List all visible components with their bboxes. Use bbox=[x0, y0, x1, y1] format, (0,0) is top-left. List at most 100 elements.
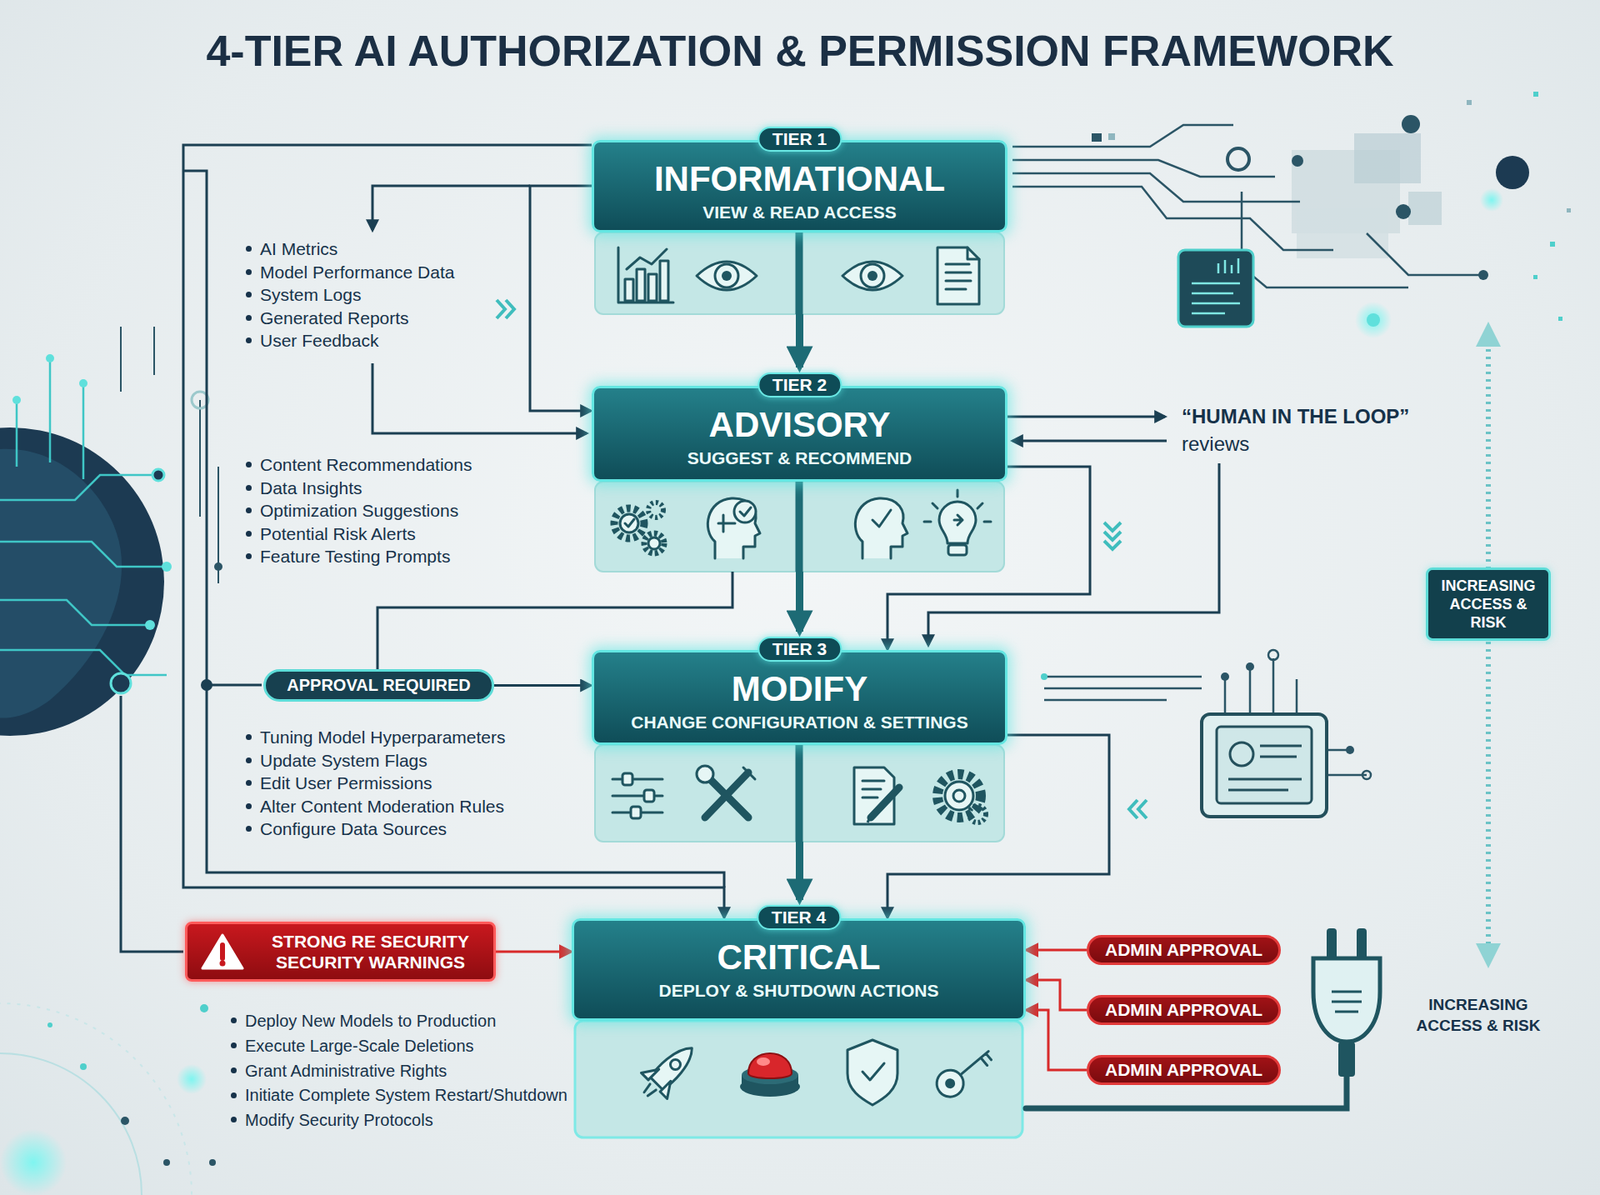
node-text: INCREASING ACCESS & RISK bbox=[1433, 576, 1544, 632]
icon-panel bbox=[591, 481, 1008, 572]
tier-box: TIER 1INFORMATIONALVIEW & READ ACCESS bbox=[591, 140, 1008, 315]
node-text: ADMIN APPROVAL bbox=[1089, 940, 1279, 960]
connector-arrow bbox=[887, 466, 1090, 650]
tier-tag: TIER 1 bbox=[757, 126, 842, 152]
icon-panel bbox=[591, 232, 1008, 315]
tier-subtitle: VIEW & READ ACCESS bbox=[594, 201, 1005, 224]
bullet-item: Modify Security Protocols bbox=[230, 1109, 434, 1131]
connector-arrow bbox=[1026, 1010, 1087, 1070]
bullet-dot bbox=[245, 315, 252, 321]
bullet-item: Deploy New Models to Production bbox=[230, 1010, 496, 1032]
callout-text: INCREASING ACCESS & RISK bbox=[1407, 994, 1550, 1036]
connector-arrow bbox=[795, 841, 804, 900]
bullet-item: Initiate Complete System Restart/Shutdow… bbox=[230, 1084, 568, 1106]
node-text: ADMIN APPROVAL bbox=[1089, 1060, 1279, 1080]
bullet-item: Edit User Permissions bbox=[245, 772, 433, 795]
connector-arrow bbox=[530, 185, 592, 411]
tier-title: CRITICAL bbox=[574, 937, 1024, 978]
label-text: Deploy New Models to Production bbox=[245, 1011, 496, 1030]
connector-arrow bbox=[795, 314, 804, 368]
bullet-item: System Logs bbox=[245, 284, 361, 306]
label-text: Configure Data Sources bbox=[260, 819, 447, 839]
admin-pill: ADMIN APPROVAL bbox=[1086, 935, 1281, 965]
node-text: ADMIN APPROVAL bbox=[1089, 1000, 1279, 1020]
bullet-dot bbox=[245, 757, 252, 764]
label-text: Data Insights bbox=[260, 478, 363, 498]
label-text: Alter Content Moderation Rules bbox=[260, 796, 505, 816]
connector-arrow bbox=[1026, 980, 1087, 1010]
bullet-item: Alter Content Moderation Rules bbox=[245, 795, 505, 818]
tier-subtitle: DEPLOY & SHUTDOWN ACTIONS bbox=[574, 980, 1024, 1002]
bullet-dot bbox=[245, 553, 252, 560]
label-text: Content Recommendations bbox=[260, 455, 472, 475]
callout-text: “HUMAN IN THE LOOP” bbox=[1181, 405, 1410, 428]
label-text: Edit User Permissions bbox=[260, 773, 433, 793]
bullet-item: Data Insights bbox=[245, 477, 363, 500]
bullet-item: Execute Large-Scale Deletions bbox=[230, 1035, 475, 1057]
callout-text: reviews bbox=[1181, 433, 1250, 455]
bullet-dot bbox=[245, 485, 252, 491]
tier-box: TIER 2ADVISORYSUGGEST & RECOMMEND bbox=[591, 385, 1008, 572]
bullet-dot bbox=[245, 245, 252, 252]
tier-title: ADVISORY bbox=[594, 405, 1005, 445]
bullet-dot bbox=[245, 530, 252, 537]
tier-tag: TIER 3 bbox=[757, 636, 842, 662]
label-text: Modify Security Protocols bbox=[245, 1110, 434, 1130]
bullet-dot bbox=[245, 780, 252, 786]
plug-icon bbox=[1313, 928, 1380, 1077]
bullet-dot bbox=[245, 825, 252, 832]
node-text: STRONG RE SECURITY SECURITY WARNINGS bbox=[266, 930, 475, 973]
connector-arrow bbox=[887, 735, 1110, 918]
tier-title: MODIFY bbox=[594, 669, 1005, 710]
bullet-dot bbox=[245, 291, 252, 298]
admin-pill: ADMIN APPROVAL bbox=[1086, 1055, 1281, 1085]
label-text: Tuning Model Hyperparameters bbox=[260, 727, 506, 747]
label-text: Generated Reports bbox=[260, 308, 410, 328]
approval-pill: APPROVAL REQUIRED bbox=[263, 669, 495, 702]
chip-illustration bbox=[1040, 650, 1371, 817]
label-text: User Feedback bbox=[260, 330, 379, 350]
bullet-item: Grant Administrative Rights bbox=[230, 1060, 447, 1082]
bullet-item: Model Performance Data bbox=[245, 261, 455, 284]
connector-arrow bbox=[183, 145, 725, 918]
bullet-item: Content Recommendations bbox=[245, 454, 472, 476]
bullet-dot bbox=[230, 1067, 237, 1074]
admin-pill: ADMIN APPROVAL bbox=[1086, 995, 1281, 1025]
bullet-dot bbox=[245, 734, 252, 740]
label-text: Optimization Suggestions bbox=[260, 500, 459, 520]
bullet-dot bbox=[230, 1116, 237, 1123]
bullet-item: Generated Reports bbox=[245, 307, 410, 330]
node-text: APPROVAL REQUIRED bbox=[265, 675, 492, 695]
connector-arrow bbox=[1026, 949, 1087, 952]
bullet-item: Potential Risk Alerts bbox=[245, 523, 416, 545]
tier-header: TIER 2ADVISORYSUGGEST & RECOMMEND bbox=[591, 385, 1008, 482]
label-text: System Logs bbox=[260, 285, 361, 305]
label-text: Model Performance Data bbox=[260, 262, 455, 282]
tier-box: TIER 3MODIFYCHANGE CONFIGURATION & SETTI… bbox=[591, 650, 1008, 842]
label-text: Update System Flags bbox=[260, 750, 428, 770]
connector-arrow bbox=[495, 950, 571, 954]
bullet-item: Update System Flags bbox=[245, 750, 428, 772]
tier-header: TIER 1INFORMATIONALVIEW & READ ACCESS bbox=[591, 140, 1008, 233]
tier-subtitle: SUGGEST & RECOMMEND bbox=[594, 447, 1005, 470]
bullet-dot bbox=[245, 803, 252, 810]
label-text: reviews bbox=[1181, 432, 1250, 455]
icon-panel bbox=[591, 745, 1008, 842]
tier-subtitle: CHANGE CONFIGURATION & SETTINGS bbox=[594, 711, 1005, 734]
bullet-item: Optimization Suggestions bbox=[245, 500, 459, 522]
label-text: Grant Administrative Rights bbox=[245, 1061, 447, 1080]
bullet-item: AI Metrics bbox=[245, 238, 338, 260]
bullet-item: Feature Testing Prompts bbox=[245, 545, 450, 568]
label-text: Potential Risk Alerts bbox=[260, 524, 416, 544]
icon-panel bbox=[571, 1020, 1026, 1138]
glow-decoration bbox=[0, 1003, 216, 1195]
tier-header: TIER 4CRITICALDEPLOY & SHUTDOWN ACTIONS bbox=[571, 918, 1026, 1021]
bullet-item: User Feedback bbox=[245, 330, 379, 352]
tier-title: INFORMATIONAL bbox=[594, 159, 1005, 200]
tier-header: TIER 3MODIFYCHANGE CONFIGURATION & SETTI… bbox=[591, 650, 1008, 745]
label-text: “HUMAN IN THE LOOP” bbox=[1181, 405, 1410, 428]
connector-arrow bbox=[377, 571, 733, 670]
tier-box: TIER 4CRITICALDEPLOY & SHUTDOWN ACTIONS bbox=[571, 918, 1026, 1138]
tier-tag: TIER 4 bbox=[756, 905, 841, 930]
